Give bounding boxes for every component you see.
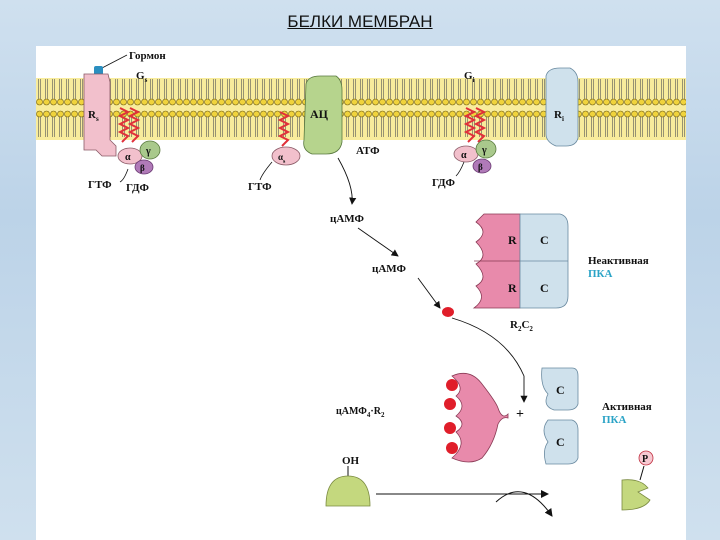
plus-sign: + bbox=[516, 407, 524, 422]
inactive-c-label-2: C bbox=[540, 281, 549, 295]
camp-molecule bbox=[442, 307, 454, 317]
camp-bound-2 bbox=[444, 398, 456, 410]
gs-zigzag-2 bbox=[127, 107, 141, 143]
gs-alpha-label: α bbox=[125, 152, 131, 163]
active-pka-label: ПКА bbox=[602, 414, 627, 426]
r2c2-label: R2C2 bbox=[510, 319, 533, 333]
gi-beta-label: β bbox=[478, 162, 483, 172]
gs-gamma-label: γ bbox=[145, 146, 151, 157]
active-c-subunit-2 bbox=[543, 419, 579, 465]
gtf-gdf-left-arrow bbox=[119, 168, 129, 183]
gi-zigzag bbox=[463, 107, 477, 143]
camp-label-2: цАМФ bbox=[372, 263, 407, 275]
atf-label: АТФ bbox=[356, 145, 380, 157]
inactive-r-label-2: R bbox=[508, 281, 517, 295]
gs-beta-label: β bbox=[140, 163, 145, 173]
inactive-c-label-1: C bbox=[540, 233, 549, 247]
signal-diagram: Гормон Rs Gs α γ β ГТФ ГДФ αs ГТФ АЦ АТФ… bbox=[36, 50, 686, 517]
camp-bound-3 bbox=[444, 422, 456, 434]
alpha-s-zigzag bbox=[277, 111, 291, 147]
alpha-s-label: αs bbox=[278, 152, 286, 165]
hormone-pointer bbox=[101, 54, 128, 69]
active-c-label-2: C bbox=[556, 435, 565, 449]
gs-beta-subunit bbox=[134, 159, 154, 175]
oh-label: OH bbox=[342, 455, 360, 467]
phosphate-label: P bbox=[642, 454, 648, 465]
gdf-right-label: ГДФ bbox=[432, 177, 455, 189]
camp-arrow-2 bbox=[417, 277, 441, 309]
inactive-pka-label: ПКА bbox=[588, 268, 613, 280]
active-c-subunit-1 bbox=[541, 367, 579, 411]
camp-label-1: цАМФ bbox=[330, 213, 365, 225]
gs-zigzag bbox=[117, 107, 131, 143]
ri-label: Ri bbox=[554, 109, 564, 123]
hormone-molecule bbox=[94, 66, 103, 76]
gi-zigzag-2 bbox=[473, 107, 487, 143]
adenylate-cyclase bbox=[303, 75, 343, 155]
gi-gamma-label: γ bbox=[481, 145, 487, 156]
phosphate-bond bbox=[639, 465, 645, 481]
inactive-label: Неактивная bbox=[588, 255, 649, 267]
phosphorylated-protein bbox=[621, 479, 651, 511]
gi-alpha-label: α bbox=[461, 150, 467, 161]
phosphorylation-curve bbox=[495, 491, 553, 517]
activation-arrow bbox=[451, 317, 528, 403]
gdf-right-pointer bbox=[455, 161, 465, 177]
camp-bound-1 bbox=[446, 379, 458, 391]
inactive-r-label-1: R bbox=[508, 233, 517, 247]
slide-title: БЕЛКИ МЕМБРАН bbox=[287, 12, 433, 31]
substrate-protein bbox=[325, 475, 371, 507]
gdf-left-label: ГДФ bbox=[126, 182, 149, 194]
camp-r2-label: цАМФ4·R2 bbox=[336, 406, 385, 419]
ac-label: АЦ bbox=[310, 107, 329, 121]
gtf-mid-label: ГТФ bbox=[248, 181, 272, 193]
atf-camp-arrow bbox=[337, 157, 357, 205]
phosphate-group bbox=[638, 450, 654, 466]
camp-r2-complex bbox=[451, 372, 509, 463]
active-label: Активная bbox=[602, 401, 652, 413]
gs-gamma-subunit bbox=[139, 140, 161, 160]
hormone-label: Гормон bbox=[129, 50, 166, 62]
gi-gamma-subunit bbox=[475, 139, 497, 159]
gtf-left-label: ГТФ bbox=[88, 179, 112, 191]
rs-label: Rs bbox=[88, 109, 99, 123]
ri-receptor bbox=[545, 67, 579, 147]
gi-beta-subunit bbox=[472, 158, 492, 174]
active-c-label-1: C bbox=[556, 383, 565, 397]
rs-receptor bbox=[83, 73, 117, 157]
alpha-s-subunit bbox=[271, 146, 301, 166]
camp-bound-4 bbox=[446, 442, 458, 454]
diagram-panel: Гормон Rs Gs α γ β ГТФ ГДФ αs ГТФ АЦ АТФ… bbox=[36, 46, 686, 540]
camp-arrow-1 bbox=[357, 227, 399, 257]
gtf-mid-pointer bbox=[259, 161, 273, 181]
gi-label: Gi bbox=[464, 70, 475, 84]
gs-label: Gs bbox=[136, 70, 148, 84]
